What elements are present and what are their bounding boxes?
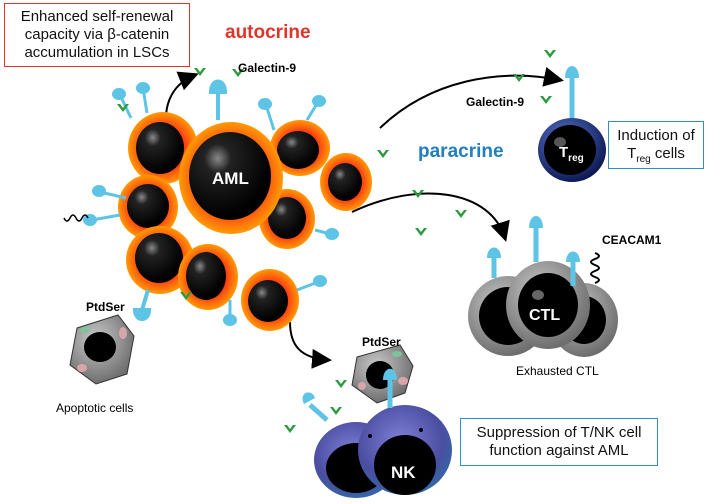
- galectin-9-molecules: [117, 50, 556, 433]
- exhausted-ctl-label: Exhausted CTL: [516, 364, 599, 378]
- treg-label: Treg: [559, 144, 584, 164]
- galectin-9-label-top: Galectin-9: [238, 61, 296, 75]
- self-renewal-line-3: accumulation in LSCs: [24, 44, 170, 61]
- aml-cell: [320, 153, 372, 211]
- suppression-line-2: function against AML: [489, 442, 629, 459]
- receptor-decorations: [83, 79, 339, 326]
- aml-cell: [126, 226, 194, 294]
- nk-label: NK: [391, 463, 416, 482]
- ceacam1-label: CEACAM1: [602, 233, 662, 247]
- treg-arrow: [379, 67, 564, 129]
- self-renewal-line-1: Enhanced self-renewal: [20, 8, 174, 25]
- spring-receptor-left: [63, 214, 89, 222]
- ctl-arrow: [351, 192, 510, 242]
- aml-main-cell: [179, 122, 283, 234]
- ptdser-label-left: PtdSer: [86, 300, 125, 314]
- ctl-cell-group: [468, 216, 618, 357]
- nk-arrow: [289, 321, 332, 369]
- suppression-box: Suppression of T/NK cell function agains…: [460, 418, 658, 466]
- ptdser-label-right: PtdSer: [362, 335, 401, 349]
- nk-cell-group: [302, 368, 452, 498]
- aml-label: AML: [212, 169, 249, 188]
- aml-cell-cluster: [118, 112, 372, 331]
- treg-induction-line-1: Induction of: [617, 127, 695, 144]
- self-renewal-line-2: capacity via β-catenin: [24, 26, 170, 43]
- apoptotic-cell-left: [69, 314, 135, 385]
- aml-cell: [270, 120, 330, 176]
- galectin-9-label-right: Galectin-9: [466, 95, 524, 109]
- self-renewal-box: Enhanced self-renewal capacity via β-cat…: [4, 3, 190, 67]
- aml-cell: [241, 269, 299, 331]
- autocrine-label: autocrine: [225, 22, 311, 43]
- treg-induction-line-2: Treg cells: [627, 145, 685, 165]
- ctl-label: CTL: [529, 307, 560, 324]
- aml-cell: [178, 244, 238, 310]
- aml-cell: [118, 175, 178, 239]
- treg-induction-box: Induction of Treg cells: [608, 121, 704, 169]
- apoptotic-cell-right: [351, 344, 414, 404]
- treg-cell: [538, 66, 606, 182]
- suppression-line-1: Suppression of T/NK cell: [476, 424, 642, 441]
- apoptotic-cells-label: Apoptotic cells: [56, 401, 133, 415]
- paracrine-label: paracrine: [418, 141, 504, 162]
